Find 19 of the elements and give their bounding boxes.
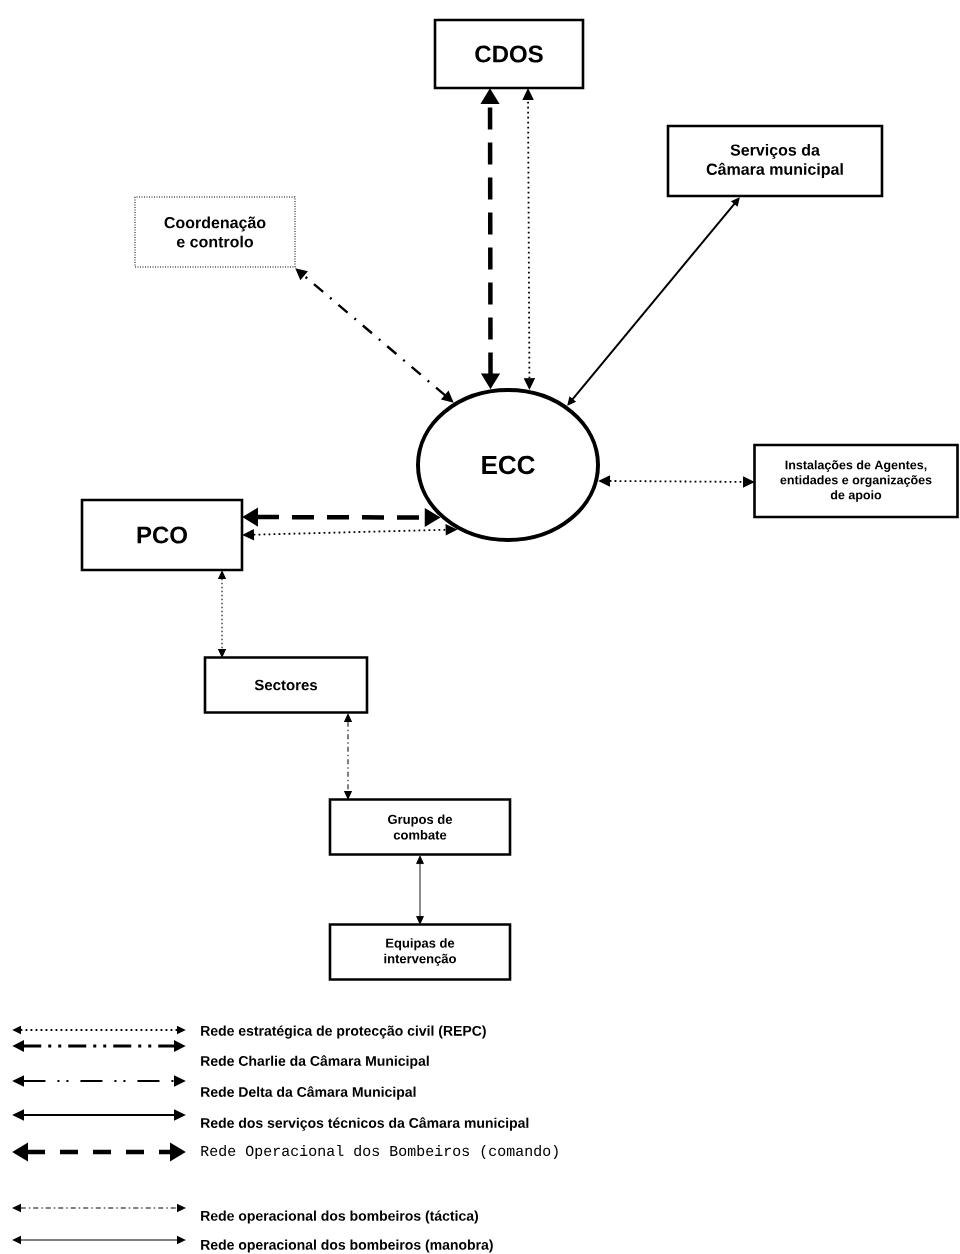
- process-box: Coordenação e controlo: [134, 196, 296, 268]
- process-box: PCO: [80, 498, 244, 572]
- process-box: Grupos de combate: [328, 798, 512, 856]
- process-box: CDOS: [433, 18, 585, 90]
- legend-text: Rede Charlie da Câmara Municipal: [201, 1055, 429, 1069]
- process-box: Serviços da Câmara municipal: [666, 124, 884, 198]
- legend-text: Rede estratégica de protecção civil (REPC): [201, 1025, 486, 1039]
- legend-text: Rede operacional dos bombeiros (manobra): [201, 1239, 493, 1253]
- process-box: Equipas de intervenção: [328, 923, 512, 981]
- legend-text: Rede Delta da Câmara Municipal: [201, 1086, 416, 1100]
- arrow: [217, 570, 227, 658]
- arrow: [416, 855, 424, 925]
- legend-text: Rede operacional dos bombeiros (táctica): [201, 1210, 478, 1224]
- process-box: Sectores: [203, 656, 369, 714]
- legend-text: Rede dos serviços técnicos da Câmara municipal: [201, 1117, 529, 1131]
- legend-text: Rede Operacional dos Bombeiros (comando): [201, 1145, 558, 1159]
- arrow: [567, 197, 740, 406]
- arrow: [344, 713, 352, 800]
- process-box: Instalações de Agentes, entidades e organizações de apoio: [753, 443, 959, 519]
